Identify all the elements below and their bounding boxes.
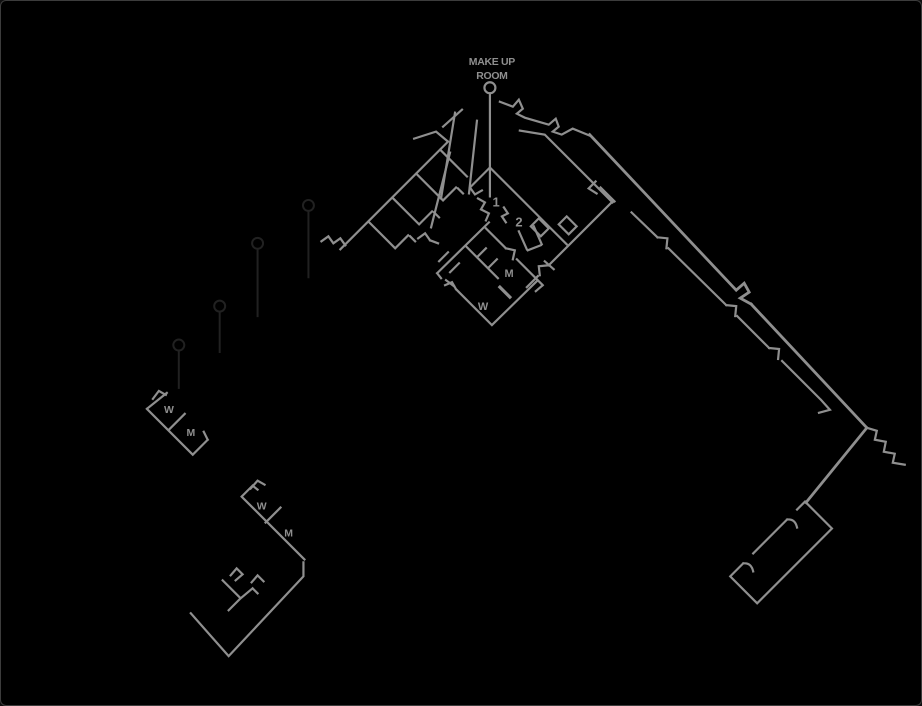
leader-circle-3 xyxy=(213,299,227,313)
stall-ladder xyxy=(319,130,469,251)
leader-circle-4 xyxy=(172,338,186,352)
bottom-right-room xyxy=(728,500,834,605)
mens-room-fixture xyxy=(497,284,513,300)
left-stall-ticks xyxy=(416,231,461,274)
corridor-upper-broken-wall xyxy=(498,97,592,138)
makeup-room-label-line2: ROOM xyxy=(476,71,508,82)
corridor-outer-wall xyxy=(587,132,869,430)
wm-block-2 xyxy=(240,479,306,561)
bottom-corner-walls xyxy=(189,561,305,658)
wedge-walls xyxy=(439,108,479,200)
center-mens-label: M xyxy=(504,268,513,280)
corridor-spur xyxy=(586,179,617,203)
corridor-corner-leg xyxy=(804,425,869,505)
room-2-label: 2 xyxy=(515,214,522,229)
center-block-bottom xyxy=(443,279,539,327)
makeup-room-label-line1: MAKE UP xyxy=(469,57,515,68)
corridor-inner-wall xyxy=(518,129,832,415)
cross-wall xyxy=(525,199,615,289)
room-1-label: 1 xyxy=(492,194,499,209)
mens-room-wall xyxy=(484,226,556,293)
makeup-room-leader-circle xyxy=(483,81,497,95)
label-group: MAKE UP ROOM 1 2 M W W M W M xyxy=(164,57,523,540)
pillar-stubs xyxy=(529,214,579,238)
dim-leader-group xyxy=(172,198,315,389)
block2-womens-label: W xyxy=(257,502,267,513)
leader-circle-2 xyxy=(251,236,265,250)
block1-mens-label: M xyxy=(187,428,196,439)
block2-mens-label: M xyxy=(284,528,293,539)
mw-divider xyxy=(464,244,500,280)
leader-circle-1 xyxy=(301,198,315,212)
corridor-break-tail xyxy=(865,426,907,466)
center-womens-label: W xyxy=(478,301,489,313)
plan-linework-group xyxy=(145,81,907,658)
wm-block-1 xyxy=(145,389,210,457)
room-2-walls xyxy=(517,224,544,252)
block1-womens-label: W xyxy=(164,405,174,416)
